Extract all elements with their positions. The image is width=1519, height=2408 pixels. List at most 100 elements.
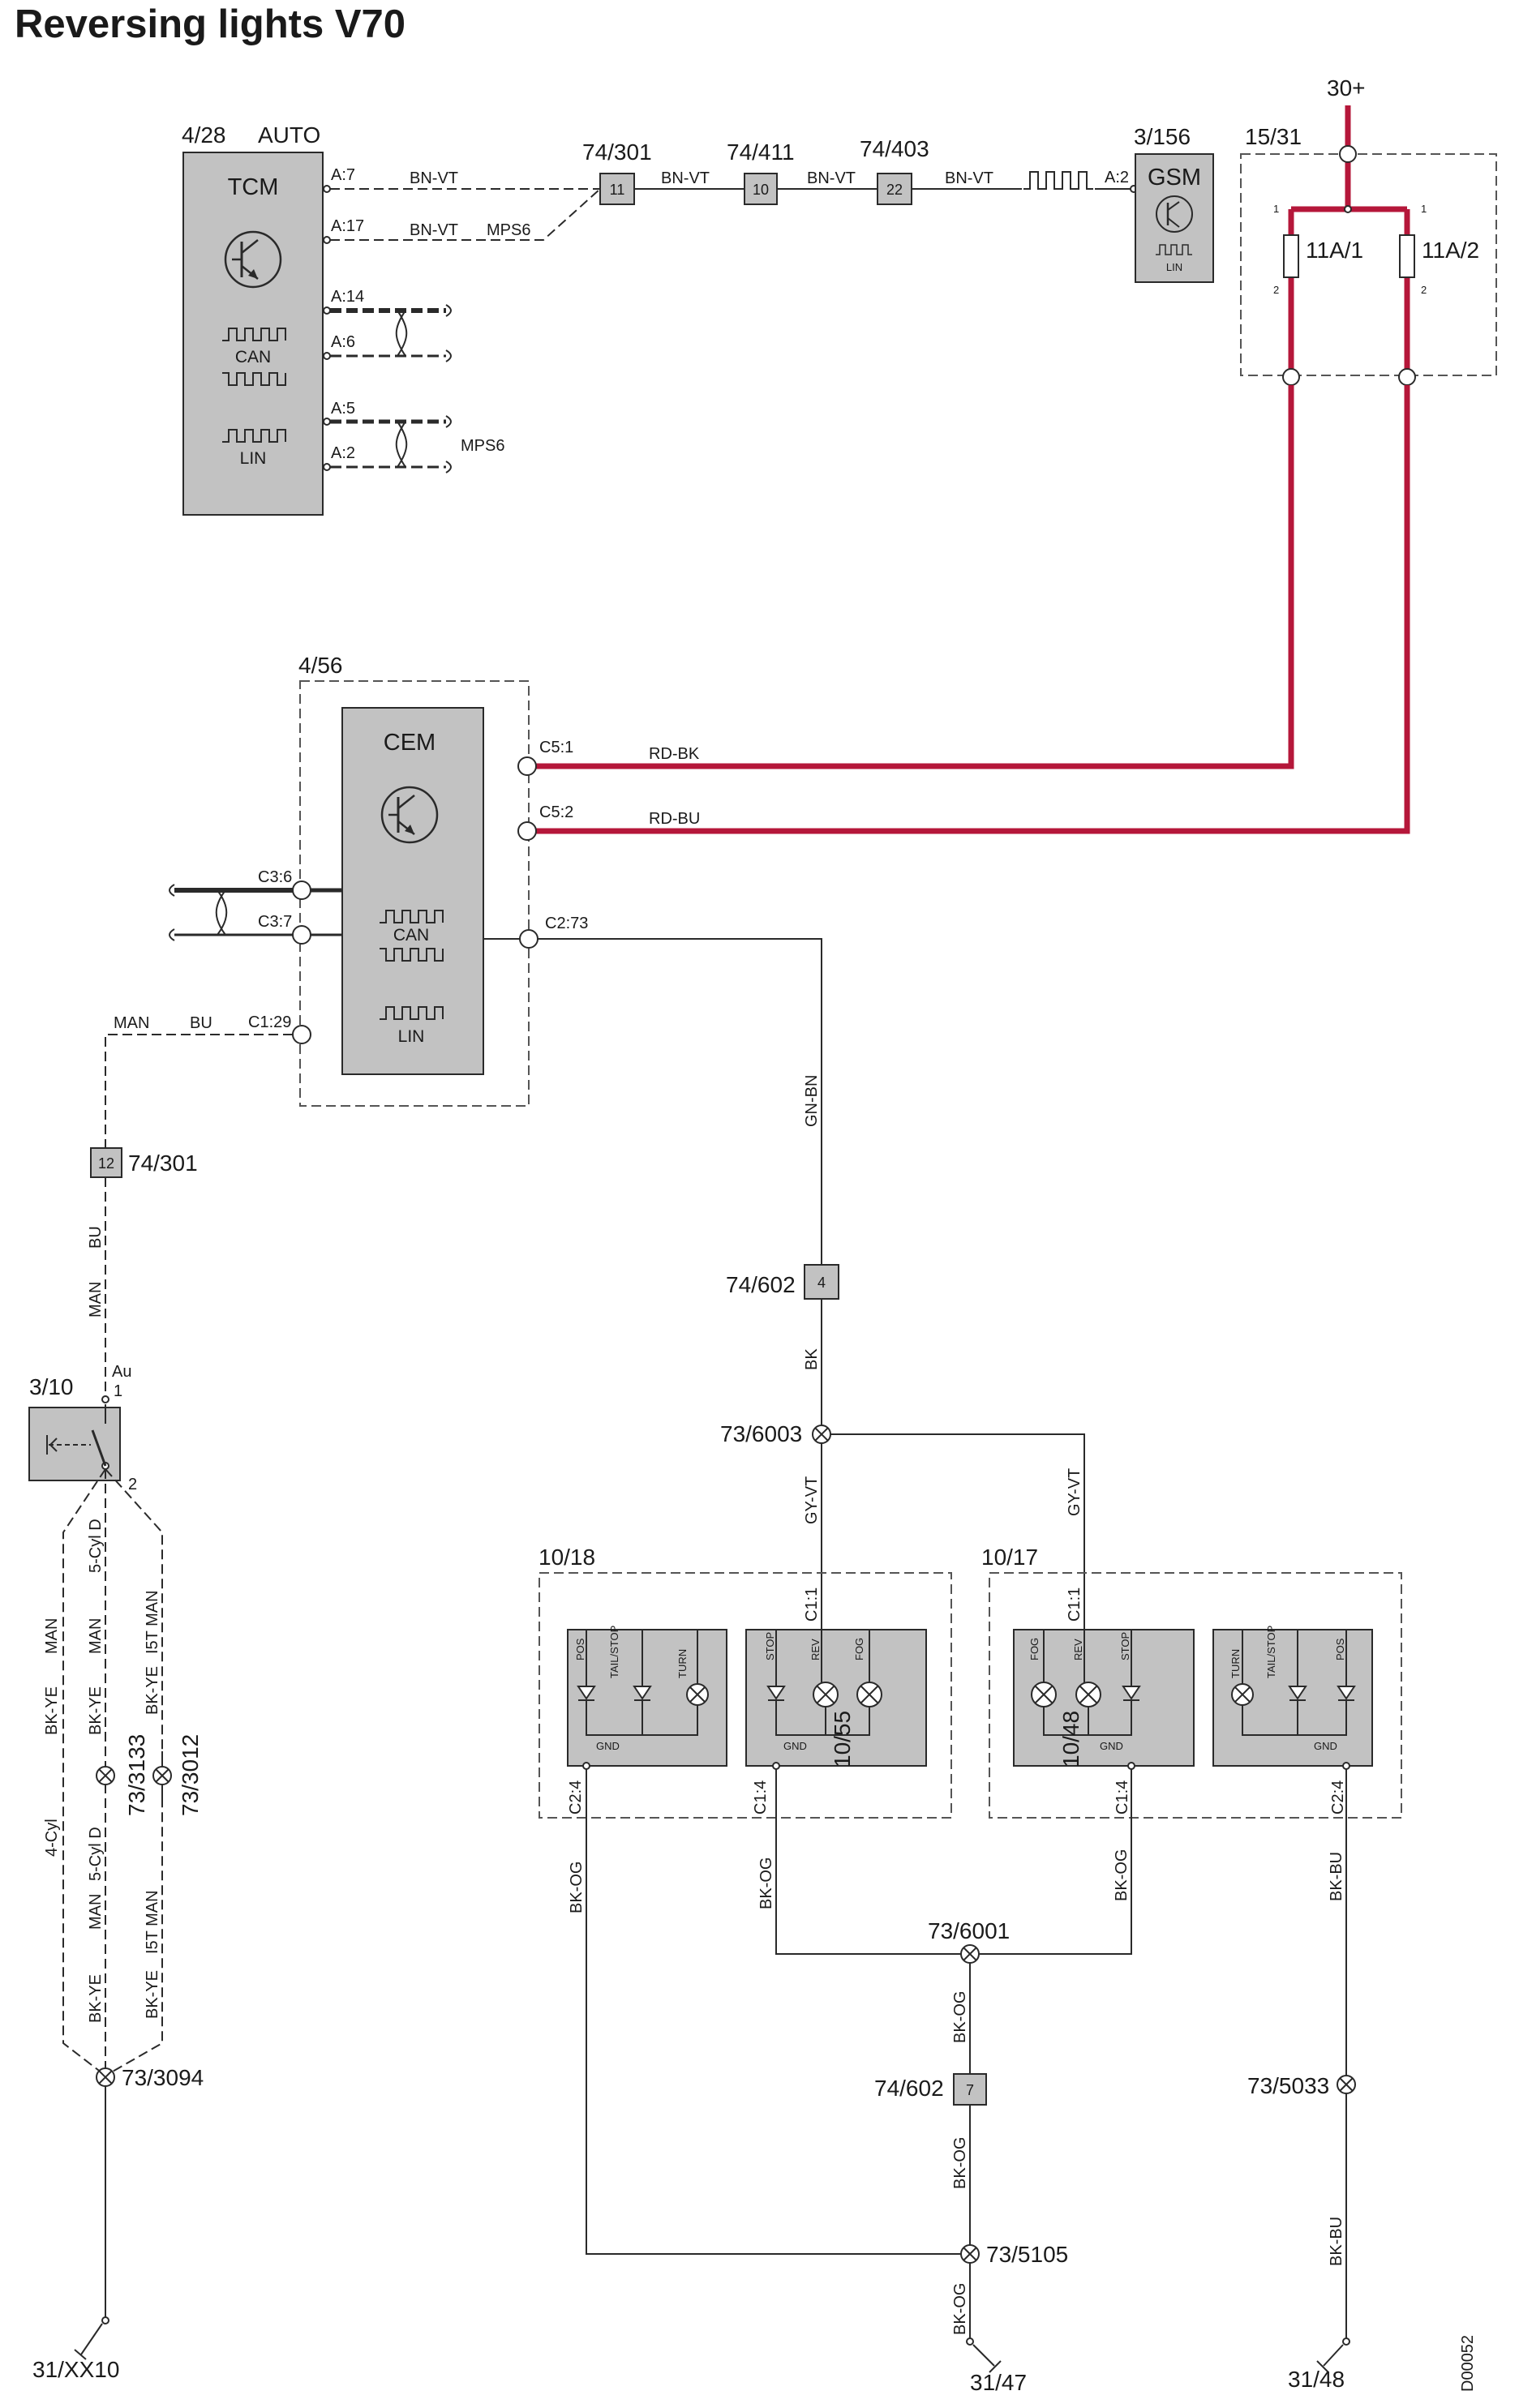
- connector-ref: 74/301: [582, 139, 652, 165]
- wire-mps6: MPS6: [487, 221, 530, 239]
- lamp-1017-c24: C2:4: [1329, 1780, 1347, 1815]
- fusebox: 15/31 30+ 1 1 11A/1 11A/2 2 2: [1240, 75, 1497, 386]
- center-harness: GN-BN 74/602 4 BK 73/6003 GY-VT GY-VT: [538, 938, 1085, 1630]
- wire-bkog-4: BK-OG: [951, 1991, 969, 2043]
- lamp-1018-left-symbols: [577, 1630, 709, 1736]
- lamp-1018-right-symbols: [766, 1630, 882, 1736]
- lamp-1017-bulb: 10/48: [1058, 1711, 1083, 1767]
- cem-pin-c129: C1:29: [248, 1013, 291, 1031]
- splice-73-5105: 73/5105: [960, 2242, 1068, 2267]
- wire-bnvt-1: BN-VT: [410, 169, 458, 187]
- gsm-module: 3/156 A:2 GSM LIN: [1105, 124, 1214, 283]
- lbl-bkye-l2: BK-YE: [87, 1686, 105, 1735]
- lamp-1017-left-symbols: [1031, 1630, 1141, 1736]
- fuse-11a1: [1283, 234, 1299, 278]
- cem-pin-c273: C2:73: [545, 915, 588, 932]
- connector-ref: 74/602: [726, 1272, 796, 1297]
- lamp-1018-gnd-r: GND: [783, 1740, 807, 1752]
- gsm-lin-label: LIN: [1166, 261, 1182, 273]
- tcm-ref: 4/28: [182, 122, 226, 148]
- splice-label: 73/5033: [1247, 2073, 1329, 2098]
- wire-bnvt-5: BN-VT: [945, 169, 993, 187]
- cem-name: CEM: [384, 730, 436, 756]
- page-title: Reversing lights V70: [15, 2, 406, 46]
- connector-num: 11: [610, 182, 625, 198]
- supply-wires-to-cem: [535, 385, 1410, 834]
- splice-label: 73/5105: [986, 2242, 1068, 2267]
- wire-bkbu-2: BK-BU: [1328, 2217, 1345, 2266]
- wire-man-vert: MAN: [87, 1282, 105, 1318]
- tcm-pin-a6: A:6: [331, 333, 355, 351]
- ground-31-48: 31/48: [1288, 2367, 1345, 2392]
- wire-bu-vert: BU: [87, 1226, 105, 1249]
- wire-bnvt-2: BN-VT: [410, 221, 458, 239]
- wire-gnbn: GN-BN: [803, 1075, 821, 1127]
- wire-bnvt-4: BN-VT: [807, 169, 856, 187]
- wire-gyvt-2: GY-VT: [1066, 1468, 1083, 1516]
- lamp-1018-rev: REV: [809, 1639, 822, 1660]
- tcm-can-label: CAN: [235, 348, 271, 366]
- switch-au: Au: [112, 1363, 131, 1381]
- cem-module: 4/56 CEM CAN LIN C5:1 C5:2 C2:73: [248, 653, 588, 1107]
- lamp-1018-fog: FOG: [853, 1638, 865, 1660]
- tcm-pin-a5: A:5: [331, 400, 355, 418]
- lamp-1017-pos: POS: [1334, 1638, 1346, 1660]
- ground-31-xx10: 31/XX10: [32, 2357, 119, 2382]
- wire-bkog-2: BK-OG: [757, 1857, 775, 1909]
- fuse2-pin1: 1: [1421, 203, 1427, 215]
- lamp-1017-gnd-l: GND: [1100, 1740, 1123, 1752]
- connector-num: 12: [98, 1155, 114, 1172]
- connector-74-301-top: 74/301 11: [582, 139, 652, 205]
- lamp-1018-turn: TURN: [676, 1649, 689, 1678]
- cem-can-label: CAN: [393, 926, 429, 945]
- lbl-man-l2: MAN: [87, 1618, 105, 1654]
- tcm-module: 4/28 AUTO TCM CAN LIN A:7 A:17 A:14 A:6 …: [182, 122, 504, 516]
- wire-gyvt-1: GY-VT: [803, 1476, 821, 1524]
- tcm-can-bus: [330, 304, 452, 362]
- lamp-1017-gnd-r: GND: [1314, 1740, 1337, 1752]
- cem-ref: 4/56: [298, 653, 343, 678]
- wire-bkog-1: BK-OG: [568, 1862, 586, 1913]
- tcm-pin-a17: A:17: [331, 217, 364, 235]
- wire-bkbu-1: BK-BU: [1328, 1852, 1345, 1901]
- tcm-pin-a2: A:2: [331, 444, 355, 462]
- wire-bkog-3: BK-OG: [1113, 1849, 1131, 1901]
- splice-73-3012: 73/3012: [152, 1734, 203, 1816]
- ground-icon: [1316, 2337, 1350, 2373]
- lamp-1017-right-symbols: [1231, 1630, 1356, 1736]
- wire-bkog-5: BK-OG: [951, 2137, 969, 2189]
- tcm-box: [182, 152, 324, 516]
- tcm-lin-bus: [330, 415, 452, 473]
- splice-label: 73/3012: [178, 1734, 203, 1816]
- connector-ref: 74/411: [727, 139, 795, 165]
- connector-ref: 74/602: [874, 2076, 944, 2101]
- ground-31-47: 31/47: [970, 2370, 1027, 2395]
- connector-num: 4: [817, 1275, 826, 1291]
- lamp-1018-gnd-l: GND: [596, 1740, 620, 1752]
- ground-harness: BK-OG BK-OG BK-OG BK-OG BK-OG BK-OG BK-B…: [568, 1769, 1356, 2395]
- connector-ref: 74/301: [128, 1150, 198, 1176]
- top-lin-wave-icon: [1023, 171, 1093, 190]
- tcm-lin-label: LIN: [240, 449, 267, 468]
- lbl-i5tman-r2: I5T MAN: [144, 1890, 161, 1954]
- lamp-1018-c11: C1:1: [803, 1587, 821, 1622]
- cem-lin-wave-icon: [380, 1006, 444, 1020]
- cem-pin-c36: C3:6: [258, 868, 292, 886]
- connector-74-403: 74/403 22: [860, 136, 929, 205]
- man-wire: MAN BU 12 74/301 BU MAN: [87, 1014, 293, 1396]
- lbl-bkye-r2: BK-YE: [144, 1970, 161, 2019]
- wire-rdbk: RD-BK: [649, 745, 700, 763]
- lamp-1017-stop: STOP: [1119, 1632, 1131, 1660]
- lbl-5cyld-top: 5-Cyl D: [87, 1519, 105, 1573]
- splice-label: 73/3133: [124, 1734, 149, 1816]
- lamp-1018-bulb: 10/55: [830, 1711, 855, 1767]
- tcm-lin-wave-icon: [222, 429, 286, 443]
- wire-bk: BK: [803, 1348, 821, 1370]
- tcm-pin-a7: A:7: [331, 166, 355, 184]
- lbl-4cyl: 4-Cyl: [43, 1819, 61, 1857]
- lamp-1017-c11: C1:1: [1066, 1587, 1083, 1622]
- lamp-1018-c24: C2:4: [567, 1780, 585, 1815]
- tcm-transistor-icon: [224, 230, 282, 289]
- gsm-ref: 3/156: [1134, 124, 1191, 149]
